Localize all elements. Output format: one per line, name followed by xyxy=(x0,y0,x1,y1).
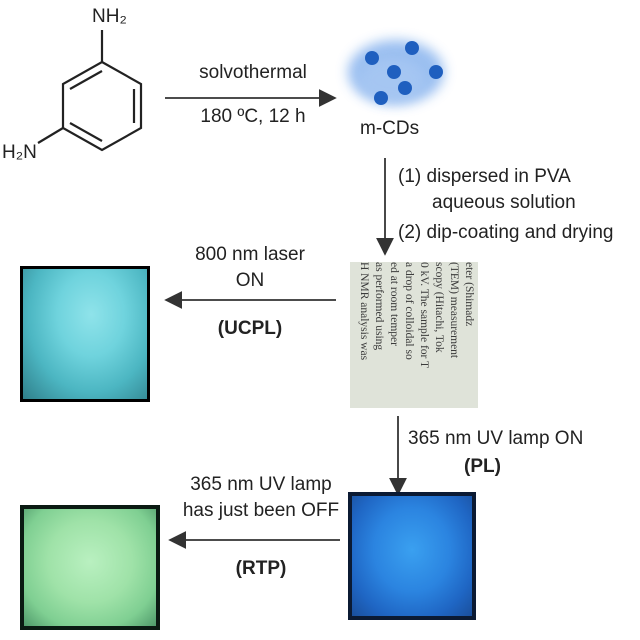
carbon-dots-cloud xyxy=(348,40,444,105)
pl-condition: 365 nm UV lamp ON xyxy=(408,428,584,449)
benzene-ring xyxy=(37,30,143,152)
carbon-dot xyxy=(387,65,401,79)
ucpl-condition-line2: ON xyxy=(235,270,265,291)
carbon-dot xyxy=(398,81,412,95)
carbon-dot xyxy=(365,51,379,65)
rtp-tag: (RTP) xyxy=(235,558,287,579)
ucpl-condition-line1: 800 nm laser xyxy=(195,244,305,265)
solvothermal-label: solvothermal xyxy=(199,62,307,83)
film-photo: eter (Shimadz (TEM) measurement scopy (H… xyxy=(350,262,478,408)
step2-line2: aqueous solution xyxy=(432,192,576,213)
m-cds-label: m-CDs xyxy=(360,118,420,139)
rtp-condition-line2: has just been OFF xyxy=(182,500,340,521)
pl-tag: (PL) xyxy=(464,456,501,477)
carbon-dot xyxy=(374,91,388,105)
film-text-line: H NMR analysis was xyxy=(358,262,370,361)
rtp-photo xyxy=(20,505,160,630)
nh2-top-label: NH₂ xyxy=(92,6,127,27)
ucpl-tag: (UCPL) xyxy=(217,318,283,339)
film-text-line: (TEM) measurement xyxy=(448,262,460,359)
film-text-line: a drop of colloidal so xyxy=(403,262,415,360)
bond-nh2-left xyxy=(37,127,64,144)
film-text-line: scopy (Hitachi, Tok xyxy=(433,262,445,353)
film-text-line: 0 kV. The sample for T xyxy=(418,262,430,369)
step2-line3: (2) dip-coating and drying xyxy=(398,222,614,243)
carbon-dot xyxy=(429,65,443,79)
film-text-line: eter (Shimadz xyxy=(463,262,475,327)
pl-photo xyxy=(348,492,476,620)
h2n-left-label: H₂N xyxy=(2,142,37,163)
ucpl-photo xyxy=(20,266,150,402)
film-text-line: as performed using xyxy=(373,262,385,351)
temperature-time-label: 180 ºC, 12 h xyxy=(200,106,306,127)
rtp-condition-line1: 365 nm UV lamp xyxy=(190,474,332,495)
film-text-line: ed at room temper xyxy=(388,262,400,346)
step2-line1: (1) dispersed in PVA xyxy=(398,166,571,187)
carbon-dot xyxy=(405,41,419,55)
